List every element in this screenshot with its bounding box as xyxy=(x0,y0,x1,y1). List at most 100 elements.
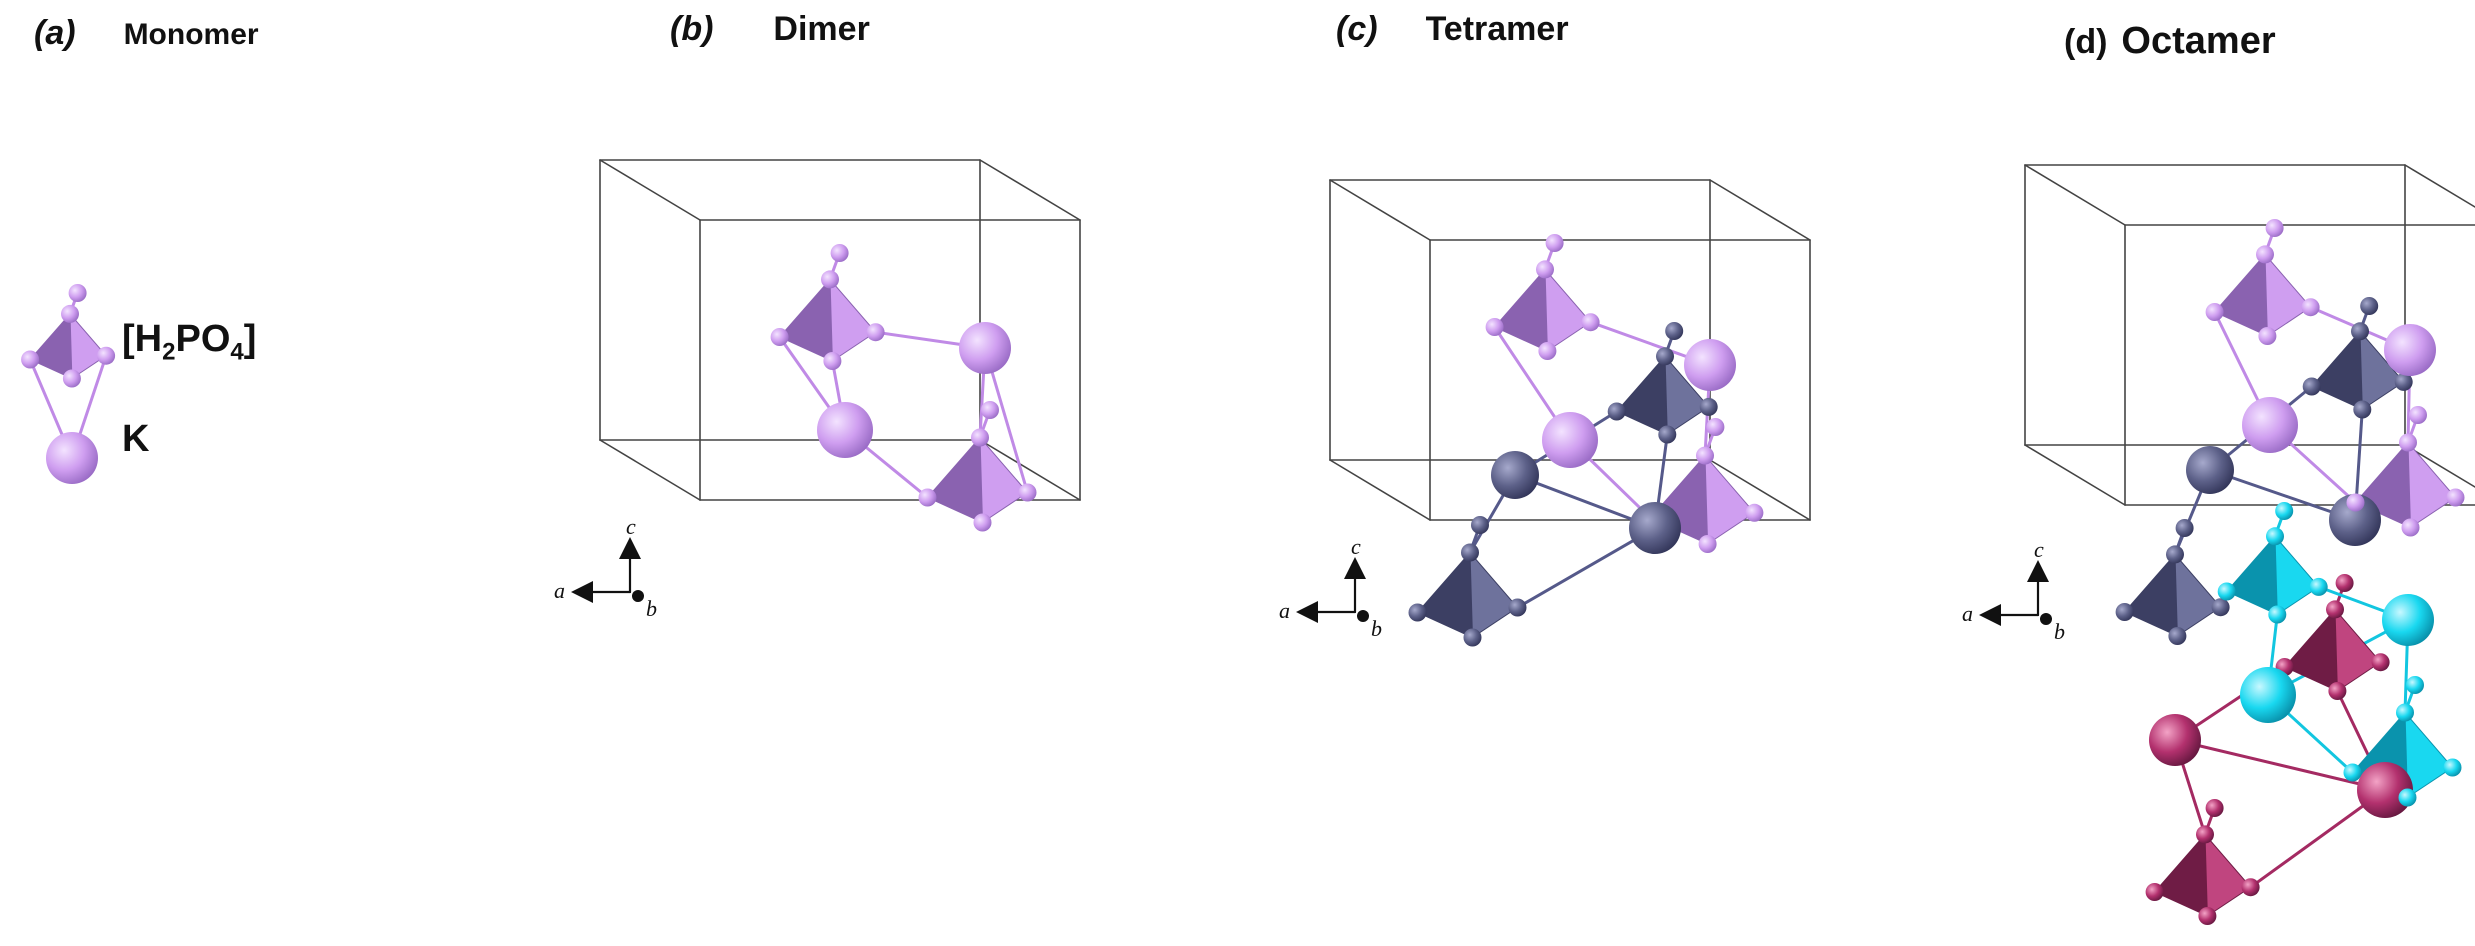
phosphate-tetrahedron xyxy=(2225,535,2278,616)
cell-edge xyxy=(1329,459,1431,521)
phosphate-tetrahedron-face xyxy=(2334,608,2382,692)
oxygen-atom xyxy=(1461,543,1479,562)
oxygen-atom xyxy=(2401,518,2420,537)
phosphate-tetrahedron xyxy=(2213,253,2268,337)
axis-a-label: a xyxy=(1279,598,1290,623)
oxygen-atom xyxy=(1696,446,1714,465)
phosphate-tetrahedron-face xyxy=(2359,329,2405,411)
oxygen-atom xyxy=(1463,628,1482,647)
oxygen-atom xyxy=(918,488,937,507)
oxygen-atom xyxy=(1706,418,1725,436)
oxygen-atom xyxy=(2406,676,2424,694)
phosphate-tetrahedron xyxy=(2153,833,2208,917)
oxygen-atom xyxy=(2205,303,2224,321)
panel-c-title: Tetramer xyxy=(1425,10,1569,48)
oxygen-atom xyxy=(2446,488,2465,507)
cell-edge xyxy=(1709,459,1811,521)
bond xyxy=(2173,738,2387,792)
phosphate-tetrahedron xyxy=(2123,553,2178,637)
oxygen-atom xyxy=(1538,342,1557,360)
k-atom xyxy=(2240,667,2296,723)
oxygen-atom xyxy=(1665,322,1684,340)
phosphate-tetrahedron-face xyxy=(1544,268,1592,352)
k-atom xyxy=(959,322,1011,374)
panel-c-letter: (c) xyxy=(1336,10,1378,48)
oxygen-atom xyxy=(770,328,789,346)
oxygen-atom xyxy=(2166,545,2184,564)
phosphate-tetrahedron xyxy=(2283,608,2338,692)
oxygen-atom xyxy=(973,513,992,532)
phosphate-tetrahedron-face xyxy=(1704,454,1756,545)
oxygen-atom xyxy=(2266,527,2284,546)
axis-b-label: b xyxy=(646,596,657,621)
oxygen-atom xyxy=(2275,502,2294,520)
axis-triad-b: c a b xyxy=(554,514,657,621)
oxygen-atom xyxy=(2175,519,2194,537)
oxygen-atom xyxy=(2396,703,2414,722)
k-atom xyxy=(2149,714,2201,766)
oxygen-atom xyxy=(2115,603,2134,621)
tetrahedra xyxy=(29,253,2457,917)
oxygen-atom xyxy=(1698,535,1717,553)
oxygen-atom xyxy=(2268,605,2287,624)
phosphate-tetrahedron-face xyxy=(2174,553,2222,637)
panel-d-label: (d)Octamer xyxy=(2064,20,2276,63)
cell-edge xyxy=(2404,164,2475,208)
cell-edge xyxy=(979,439,1081,501)
k-atom xyxy=(2384,324,2436,376)
oxygen-atom xyxy=(2394,372,2413,391)
oxygen-atom xyxy=(2217,582,2236,601)
phosphate-tetrahedron-face xyxy=(1664,354,1710,436)
legend-k-label: K xyxy=(122,418,150,460)
oxygen-atom xyxy=(2353,400,2372,419)
panel-d-letter: (d) xyxy=(2064,23,2108,61)
oxygen-atom xyxy=(68,284,87,302)
axis-b-label: b xyxy=(2054,619,2065,644)
axis-c-label: c xyxy=(1351,534,1361,559)
axis-b-dot xyxy=(1357,610,1369,622)
cell-edge xyxy=(979,159,1081,221)
unit-cell-b xyxy=(599,159,1081,501)
cell-edge xyxy=(2024,444,2126,506)
k-atom xyxy=(817,402,873,458)
oxygen-atom xyxy=(866,323,885,342)
oxygen-atom xyxy=(2211,598,2230,617)
oxygen-atom xyxy=(2205,799,2224,817)
axis-b-dot xyxy=(2040,613,2052,625)
oxygen-atom xyxy=(2346,493,2365,512)
oxygen-atom xyxy=(2335,574,2354,592)
phosphate-tetrahedron xyxy=(1416,551,1474,639)
legend-h2po4-label: [H2PO4] xyxy=(122,318,257,366)
k-atom xyxy=(2329,494,2381,546)
panel-a-letter: (a) xyxy=(34,14,76,52)
phosphate-tetrahedron-face xyxy=(2404,711,2454,799)
oxygen-atom xyxy=(21,350,40,369)
oxygen-atom xyxy=(2351,322,2369,341)
oxygen-atom xyxy=(97,346,116,365)
phosphate-tetrahedron xyxy=(2310,330,2363,411)
phosphate-tetrahedron-face xyxy=(2264,253,2312,337)
axis-a-label: a xyxy=(554,578,565,603)
axis-a-label: a xyxy=(1962,601,1973,626)
oxygen-atom xyxy=(2360,297,2379,315)
panel-a-title: Monomer xyxy=(123,18,259,51)
panel-b-title: Dimer xyxy=(773,10,870,48)
bond xyxy=(1516,526,1657,609)
oxygen-atom xyxy=(1658,425,1677,444)
axis-c-label: c xyxy=(626,514,636,539)
oxygen-atom xyxy=(1408,603,1427,622)
k-atom xyxy=(2357,762,2413,818)
k-atom xyxy=(1491,451,1539,499)
oxygen-atom xyxy=(1581,313,1600,332)
cell-edge xyxy=(599,439,701,501)
oxygen-atom xyxy=(821,270,839,289)
phosphate-tetrahedron-face xyxy=(829,278,877,362)
oxygen-atom xyxy=(1485,318,1504,336)
phosphate-tetrahedron-face xyxy=(2274,534,2320,616)
oxygen-atom xyxy=(2371,653,2390,672)
oxygen-atom xyxy=(830,244,849,262)
phosphate-tetrahedron xyxy=(29,312,73,380)
axis-triad-c: cab xyxy=(1279,534,1382,641)
unit-cell-c xyxy=(1329,179,1811,521)
